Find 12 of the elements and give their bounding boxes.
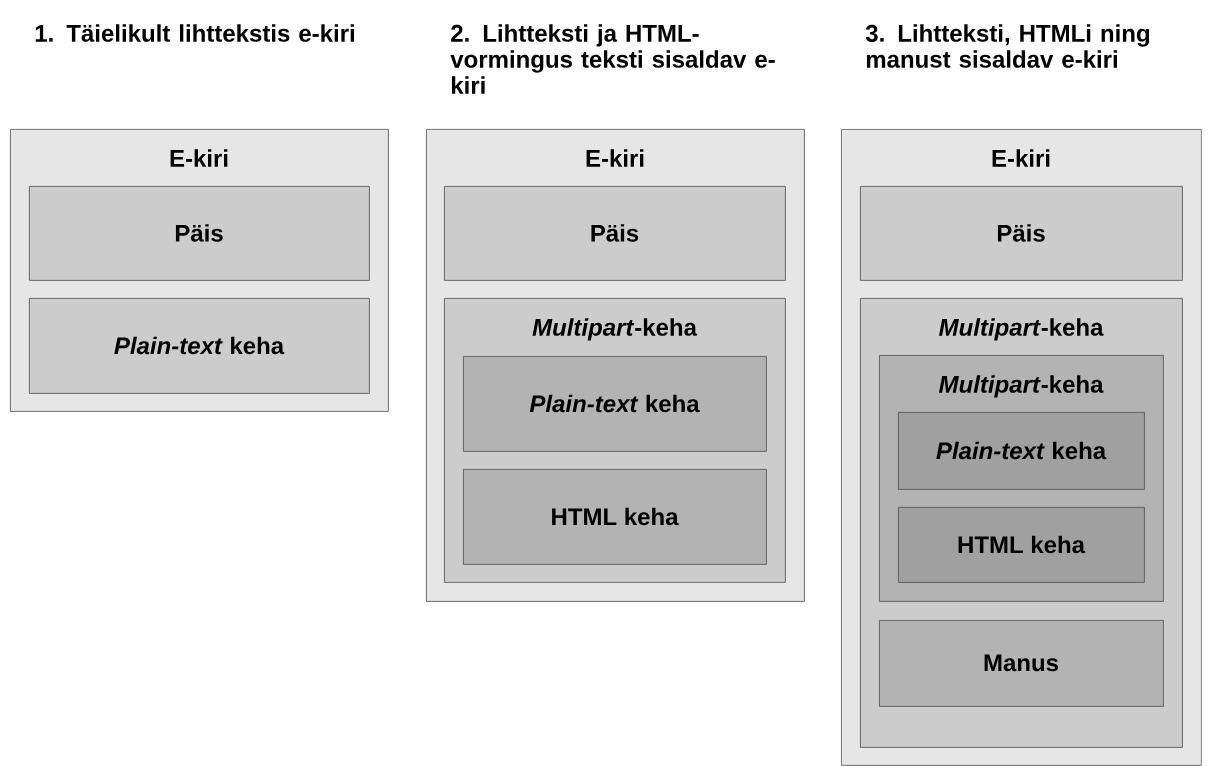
- heading: 1. Täielikult lihttekstis e-kiri: [35, 24, 354, 42]
- heading: 2. Lihtteksti ja HTML-vormingus teksti sisaldav e-kiri: [450, 24, 775, 94]
- box: Plain-text keha: [898, 412, 1145, 490]
- box: Plain-text keha: [463, 356, 767, 452]
- heading: 3. Lihtteksti, HTMLi ning manust sisaldav e-kiri: [865, 24, 1149, 68]
- box: Päis: [444, 186, 786, 281]
- box: HTML keha: [463, 469, 767, 565]
- box: Päis: [860, 186, 1183, 281]
- box: HTML keha: [898, 507, 1145, 583]
- box: Manus: [879, 620, 1164, 707]
- box: Plain-text keha: [29, 298, 370, 394]
- box: Päis: [29, 186, 370, 281]
